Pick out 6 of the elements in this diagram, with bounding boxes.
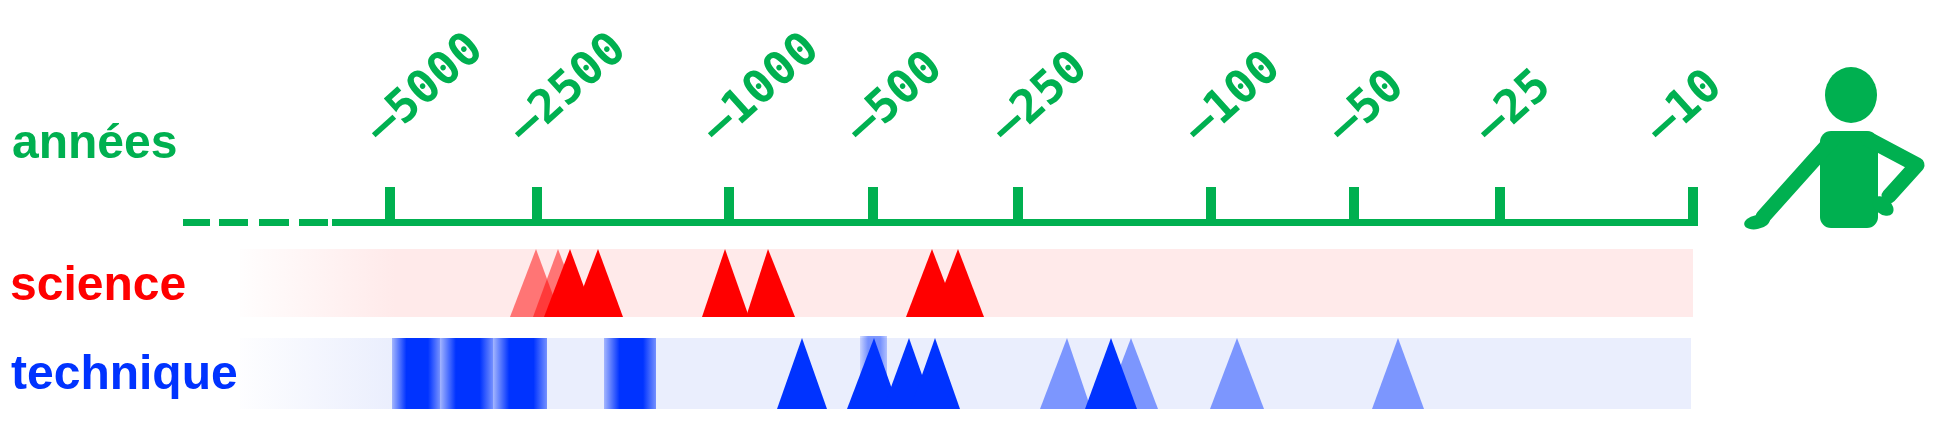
tick-label: –10 [1636,60,1729,150]
row-label: technique [11,349,238,397]
tick-label: –50 [1318,60,1411,150]
row-label: science [10,260,187,308]
tick-label: –25 [1465,60,1558,150]
axis-title: années [12,118,178,166]
